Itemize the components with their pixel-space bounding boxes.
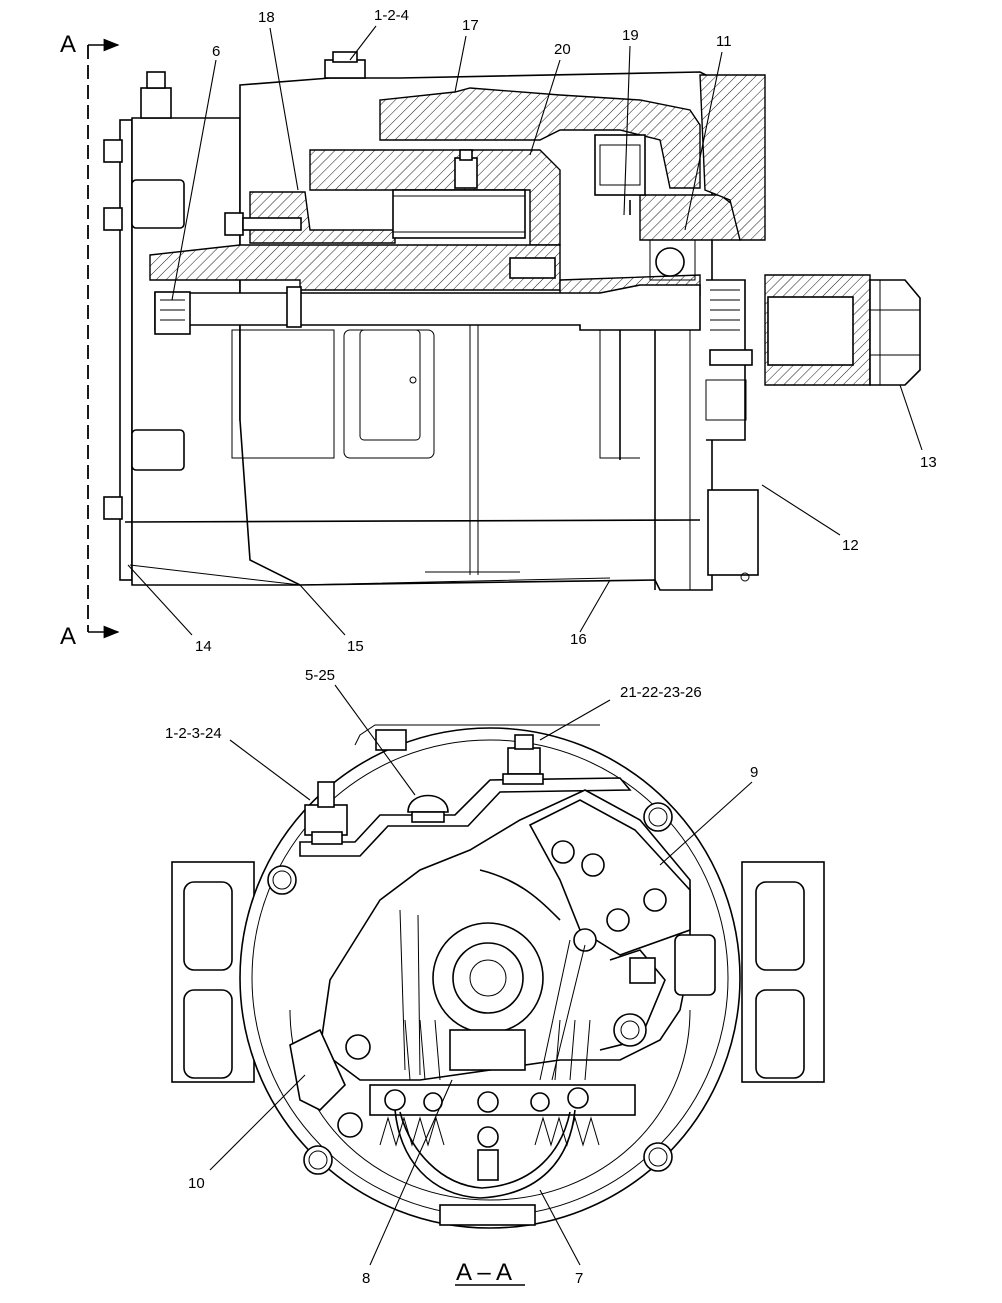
- terminal-bracket: [299, 734, 632, 857]
- side-section-view: [87, 38, 921, 639]
- mounting-ears: [171, 861, 825, 1083]
- section-marker-bottom: A: [60, 623, 76, 650]
- callout-1-2-3-24: 1-2-3-24: [165, 725, 222, 742]
- callout-13: 13: [920, 454, 937, 471]
- section-line: [87, 38, 120, 639]
- hatched-sections: [149, 74, 871, 386]
- callout-16: 16: [570, 631, 587, 648]
- leader-lines: [127, 25, 923, 1286]
- callout-14: 14: [195, 638, 212, 655]
- stator-housing: [124, 71, 713, 591]
- callout-1-2-4: 1-2-4: [374, 7, 409, 24]
- callout-15: 15: [347, 638, 364, 655]
- rotor-shaft: [154, 239, 759, 582]
- callout-6: 6: [212, 43, 220, 60]
- callout-17: 17: [462, 17, 479, 34]
- diode-heatsink: [369, 1019, 636, 1226]
- callout-labels: A A 1-2-4 17 18 20 19 11 6 13 12 14 15 1…: [60, 7, 937, 1287]
- brush-holder: [594, 134, 646, 215]
- through-bolt: [224, 212, 556, 279]
- callout-12: 12: [842, 537, 859, 554]
- end-view-a-a: [171, 724, 825, 1229]
- view-title: A – A: [456, 1259, 512, 1286]
- callout-9: 9: [750, 764, 758, 781]
- rectifier-plate: [289, 789, 716, 1138]
- callout-18: 18: [258, 9, 275, 26]
- callout-19: 19: [622, 27, 639, 44]
- top-bolt: [324, 51, 366, 79]
- callout-21-22-23-26: 21-22-23-26: [620, 684, 702, 701]
- pulley-nut: [869, 279, 921, 386]
- callout-11: 11: [716, 33, 732, 50]
- rotor-coil: [392, 149, 526, 239]
- callout-8: 8: [362, 1270, 370, 1287]
- callout-10: 10: [188, 1175, 205, 1192]
- callout-7: 7: [575, 1270, 583, 1287]
- section-marker-top: A: [60, 31, 76, 58]
- callout-5-25: 5-25: [305, 667, 335, 684]
- callout-20: 20: [554, 41, 571, 58]
